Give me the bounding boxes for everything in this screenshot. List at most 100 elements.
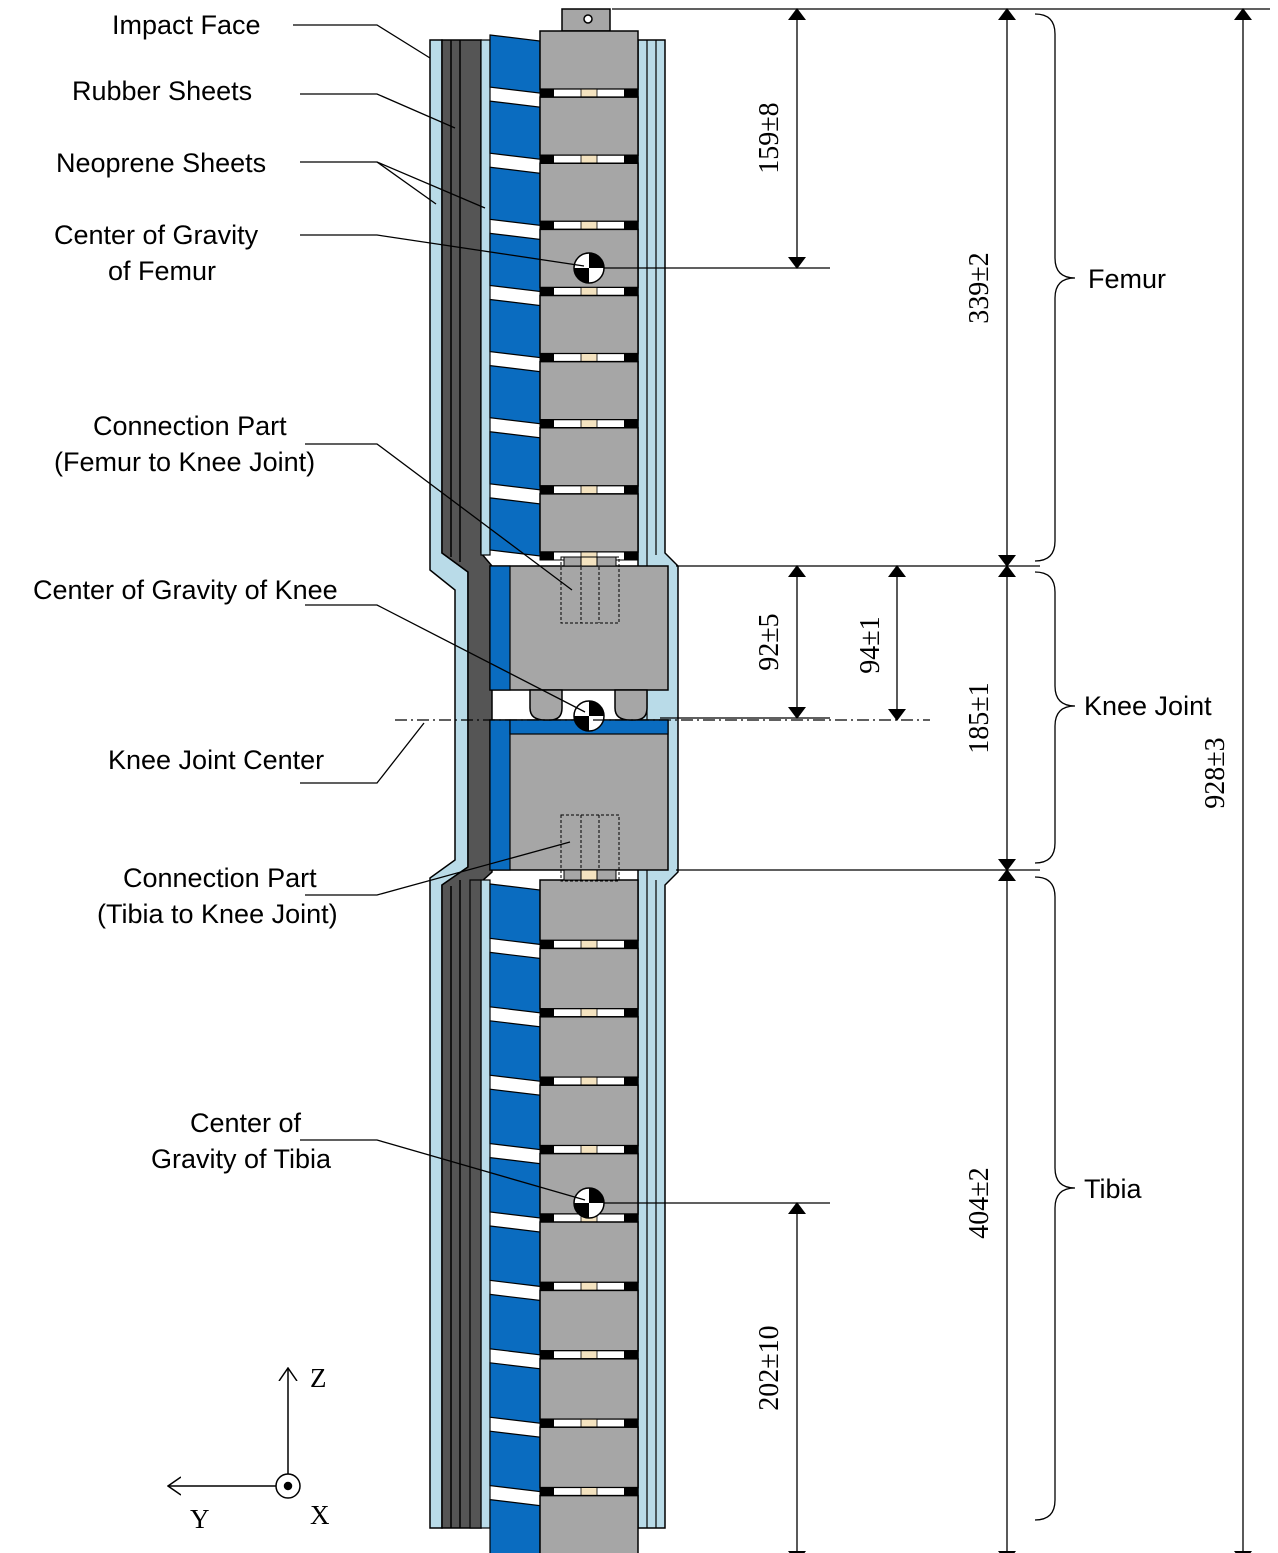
flesh-segment bbox=[489, 1020, 541, 1082]
bone-segment bbox=[539, 162, 639, 223]
dim-94: 94±1 bbox=[855, 616, 886, 673]
flesh-segment bbox=[489, 1430, 541, 1493]
joint-pad-right bbox=[624, 1419, 638, 1428]
joint-pad-right bbox=[624, 353, 638, 362]
tibia-body bbox=[489, 879, 639, 1553]
bone-segment bbox=[539, 493, 639, 553]
flesh-segment bbox=[489, 166, 541, 227]
joint-pad-left bbox=[540, 89, 554, 98]
knee-brace bbox=[1034, 571, 1076, 864]
bone-segment bbox=[539, 879, 639, 942]
joint-pad-right bbox=[624, 155, 638, 164]
knee-joint-body bbox=[489, 556, 669, 882]
joint-pad-left bbox=[540, 1419, 554, 1428]
flesh-segment bbox=[489, 100, 541, 160]
cg-tibia-symbol bbox=[573, 1187, 605, 1219]
flesh-segment bbox=[489, 1088, 541, 1151]
flesh-segment bbox=[489, 1362, 541, 1424]
joint-pad-left bbox=[540, 419, 554, 428]
bone-segment bbox=[539, 1358, 639, 1420]
bone-segment bbox=[539, 30, 639, 90]
joint-pad-right bbox=[624, 1145, 638, 1154]
bone-segment bbox=[539, 360, 639, 421]
bone-segment bbox=[539, 427, 639, 487]
joint-pad-left bbox=[540, 552, 554, 560]
joint-pad-right bbox=[624, 1077, 638, 1086]
joint-pad-right bbox=[624, 1008, 638, 1017]
label-cg-femur-line1: Center of Gravity bbox=[54, 220, 259, 250]
bone-segment bbox=[539, 96, 639, 156]
joint-core bbox=[580, 1145, 598, 1154]
joint-pad-right bbox=[624, 552, 638, 560]
dim-185: 185±1 bbox=[964, 682, 995, 753]
cg-knee-symbol bbox=[573, 700, 605, 732]
joint-pad-right bbox=[624, 419, 638, 428]
bone-segment bbox=[539, 1289, 639, 1352]
femur-brace bbox=[1034, 13, 1076, 562]
joint-core bbox=[580, 940, 598, 949]
joint-pad-left bbox=[540, 485, 554, 494]
label-conn-tibia-line2: (Tibia to Knee Joint) bbox=[97, 899, 338, 929]
label-cg-knee: Center of Gravity of Knee bbox=[33, 575, 338, 605]
joint-pad-left bbox=[540, 1487, 554, 1496]
dim-404: 404±2 bbox=[964, 1167, 995, 1238]
joint-core bbox=[580, 1076, 598, 1086]
label-rubber-sheets: Rubber Sheets bbox=[72, 76, 252, 106]
joint-pad-left bbox=[540, 1008, 554, 1017]
joint-core bbox=[580, 1008, 598, 1018]
joint-core bbox=[580, 220, 598, 230]
joint-pad-left bbox=[540, 1214, 554, 1222]
x-axis-symbol bbox=[275, 1473, 301, 1499]
joint-core bbox=[580, 419, 598, 429]
flesh-segment bbox=[489, 34, 541, 94]
dim-202: 202±10 bbox=[754, 1325, 785, 1410]
joint-core bbox=[580, 287, 598, 296]
joint-pad-right bbox=[624, 287, 638, 296]
cg-femur-symbol bbox=[573, 252, 605, 284]
label-cg-tibia-line1: Center of bbox=[190, 1108, 302, 1138]
flesh-segment bbox=[489, 232, 541, 293]
segment-femur-label: Femur bbox=[1088, 264, 1166, 294]
label-conn-femur-line2: (Femur to Knee Joint) bbox=[54, 447, 315, 477]
flesh-segment bbox=[489, 1293, 541, 1356]
joint-core bbox=[580, 154, 598, 164]
dim-159: 159±8 bbox=[754, 102, 785, 173]
joint-core bbox=[580, 1282, 598, 1291]
dimension-lines bbox=[293, 7, 1270, 1553]
dim-92: 92±5 bbox=[754, 613, 785, 670]
x-axis-label: X bbox=[310, 1500, 330, 1530]
joint-pad-right bbox=[624, 89, 638, 98]
joint-pad-right bbox=[624, 485, 638, 494]
joint-pad-left bbox=[540, 155, 554, 164]
flesh-segment bbox=[489, 1225, 541, 1288]
joint-pad-left bbox=[540, 1350, 554, 1359]
flesh-segment bbox=[489, 364, 541, 425]
bracket-hole bbox=[583, 14, 593, 24]
coordinate-axes bbox=[168, 1368, 301, 1499]
bone-segment bbox=[539, 1426, 639, 1489]
flesh-segment bbox=[489, 951, 541, 1014]
flesh-segment bbox=[489, 431, 541, 491]
flesh-segment bbox=[489, 1156, 541, 1219]
bone-segment bbox=[539, 1494, 639, 1553]
label-conn-femur-line1: Connection Part bbox=[93, 411, 287, 441]
joint-pad-right bbox=[624, 1350, 638, 1359]
bone-segment bbox=[539, 1016, 639, 1078]
femur-body bbox=[489, 30, 639, 561]
segment-tibia-label: Tibia bbox=[1084, 1174, 1143, 1204]
flesh-segment bbox=[489, 1498, 541, 1553]
joint-pad-left bbox=[540, 1077, 554, 1086]
annotations: Impact Face Rubber Sheets Neoprene Sheet… bbox=[33, 10, 1231, 1411]
z-axis-label: Z bbox=[310, 1363, 327, 1393]
joint-pad-left bbox=[540, 287, 554, 296]
label-conn-tibia-line1: Connection Part bbox=[123, 863, 317, 893]
joint-core bbox=[580, 485, 598, 495]
segment-knee-joint-label: Knee Joint bbox=[1084, 691, 1212, 721]
joint-core bbox=[580, 1418, 598, 1428]
flesh-segment bbox=[489, 298, 541, 359]
joint-pad-right bbox=[624, 221, 638, 230]
joint-pad-left bbox=[540, 353, 554, 362]
joint-pad-left bbox=[540, 221, 554, 230]
legform-structure bbox=[429, 8, 679, 1553]
